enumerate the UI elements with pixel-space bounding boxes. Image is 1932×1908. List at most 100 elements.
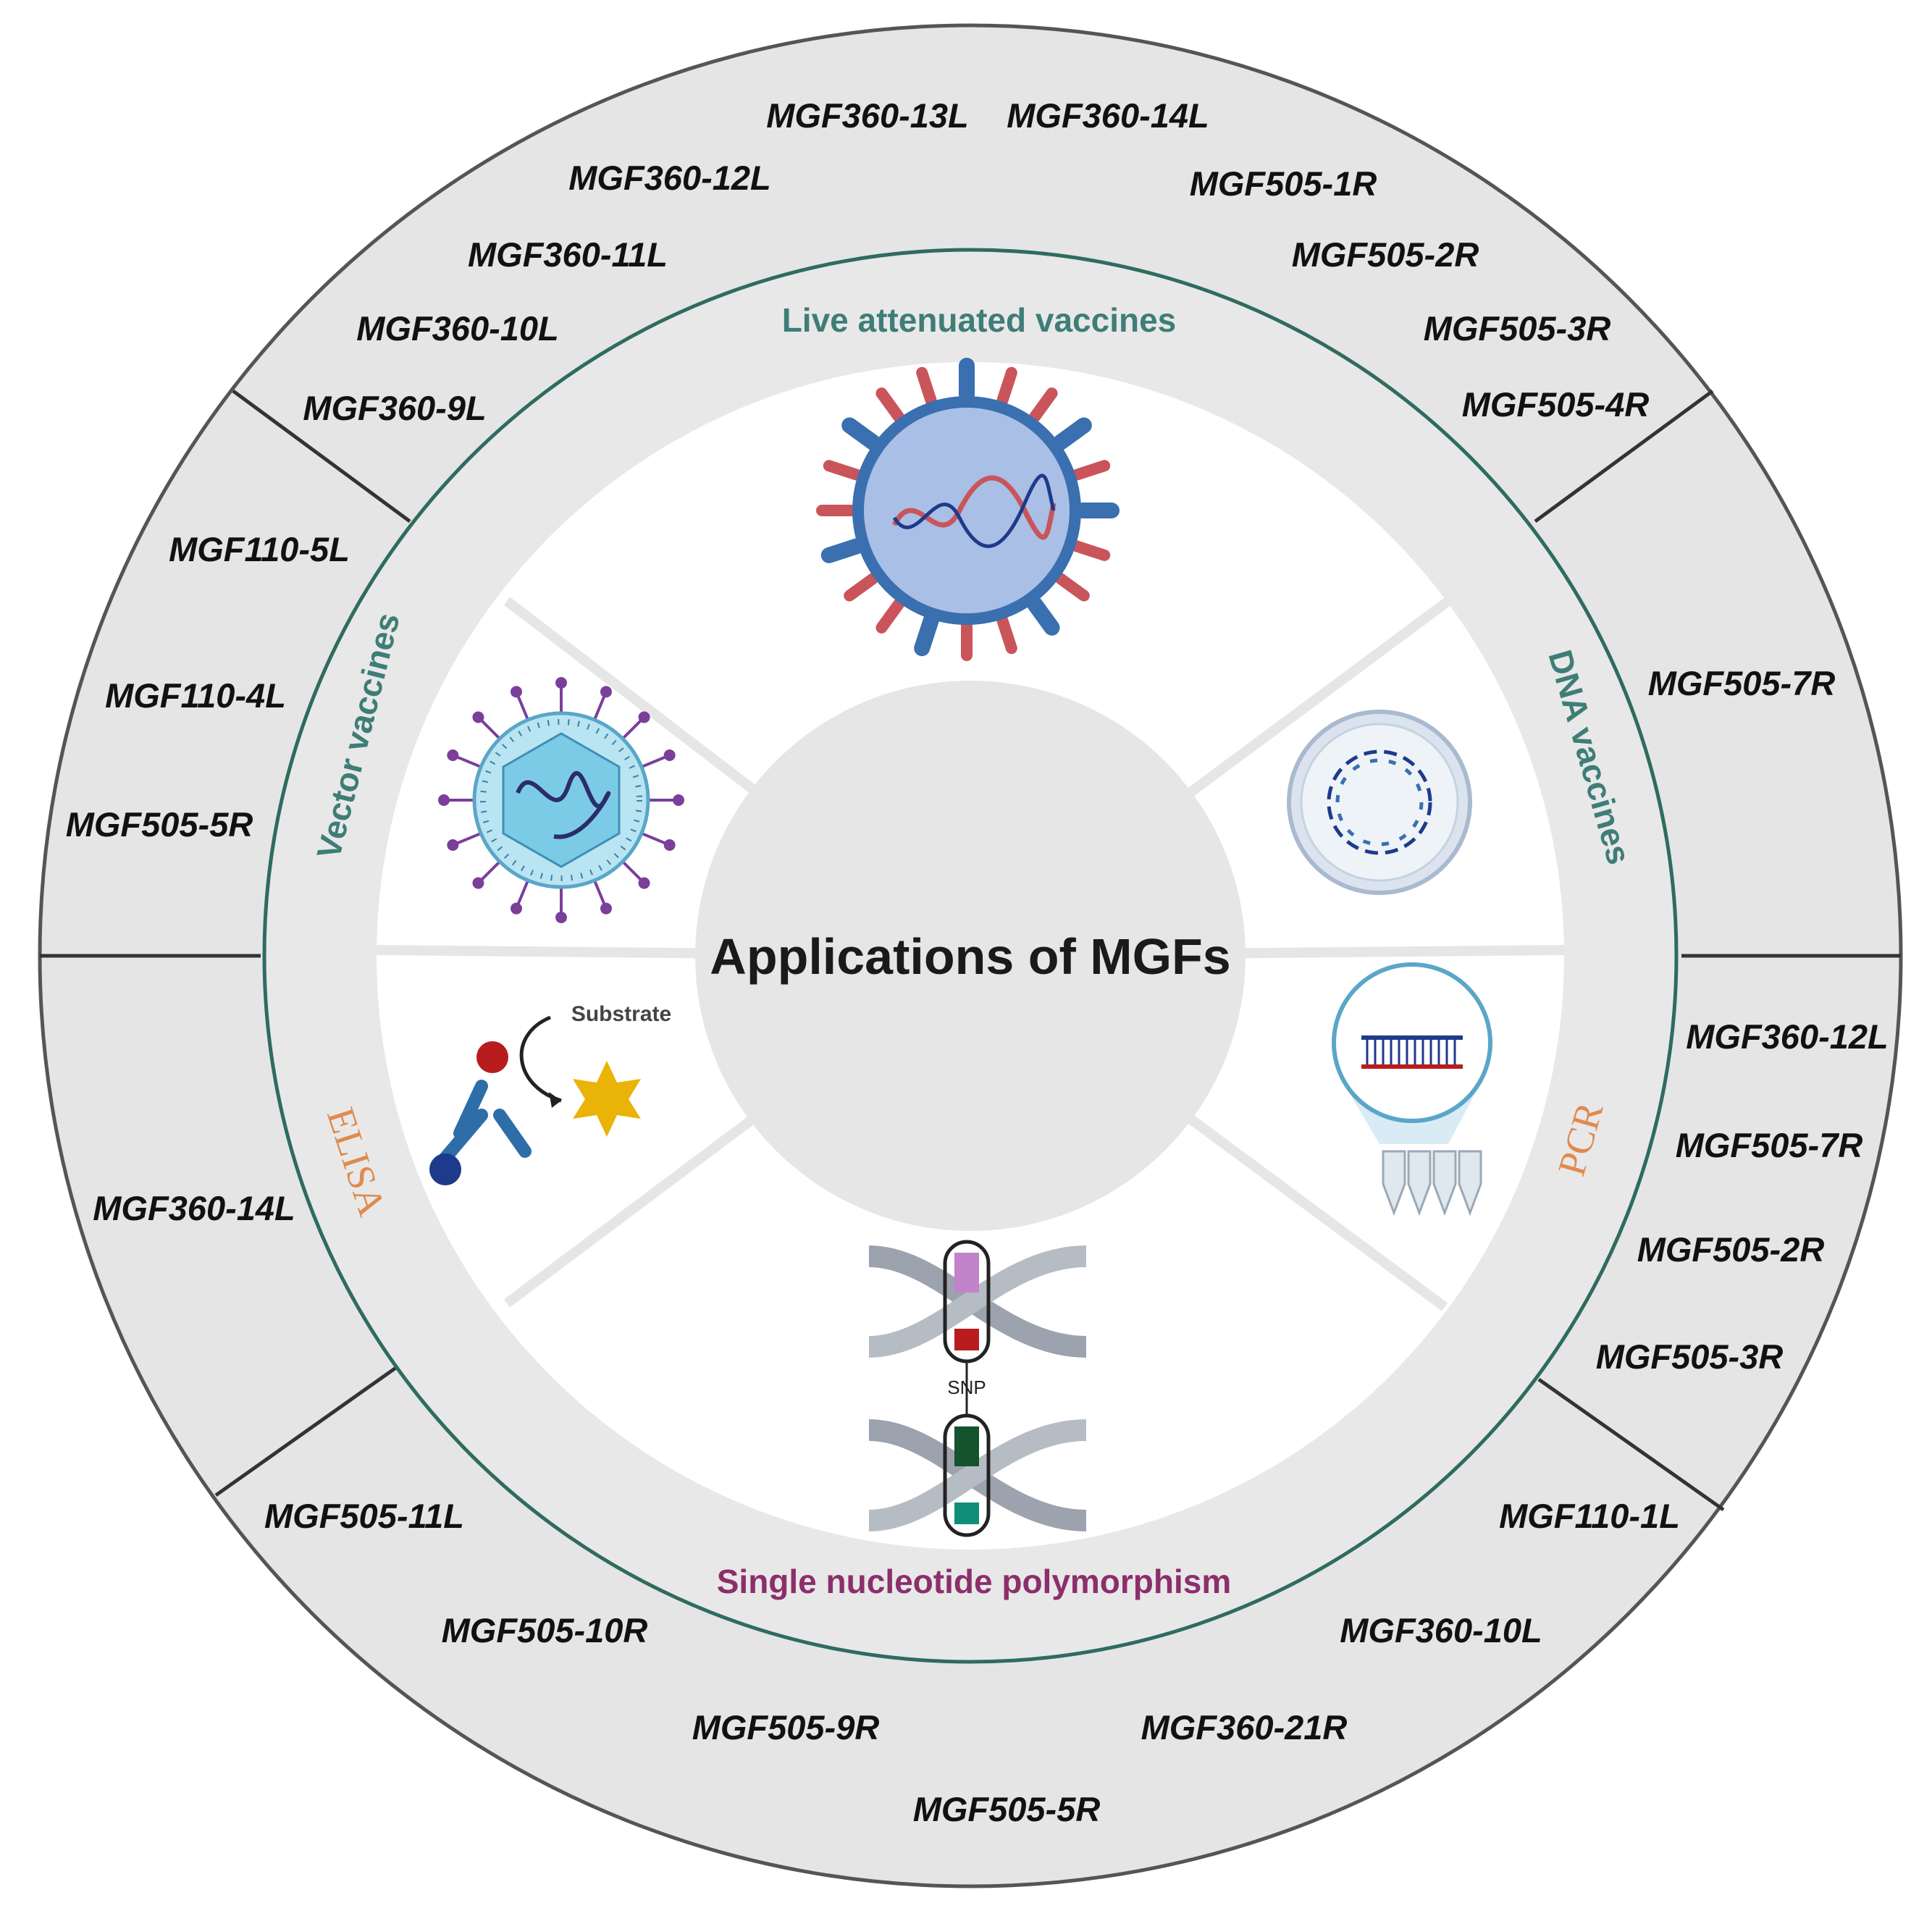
pcr-tube — [1407, 1150, 1432, 1216]
gene-label: MGF360-13L — [766, 96, 968, 135]
gene-label: MGF505-7R — [1676, 1126, 1863, 1164]
gene-label: MGF505-11L — [264, 1497, 464, 1535]
adeno-fiber-knob — [555, 912, 567, 923]
enzyme-red-ball — [476, 1041, 508, 1073]
gene-label: MGF110-4L — [105, 676, 286, 715]
gene-label: MGF360-9L — [303, 389, 486, 427]
plasmid-inner-disc — [1300, 723, 1459, 882]
adeno-fiber-knob — [638, 711, 650, 723]
adenovirus-icon — [438, 677, 684, 923]
adeno-fiber — [621, 860, 644, 883]
snp-icon: SNP — [868, 1240, 1087, 1537]
virus-spike — [875, 598, 904, 634]
snp-helix-bottom-b — [868, 1419, 1087, 1531]
adeno-fiber-knob — [638, 877, 650, 889]
gene-label: MGF360-14L — [93, 1189, 295, 1227]
adeno-fiber-knob — [663, 749, 676, 762]
virus-spike — [1029, 387, 1058, 423]
adeno-genome — [516, 770, 611, 839]
gene-label: MGF505-5R — [913, 1790, 1101, 1828]
pcr-dna-bottom-strand — [1361, 1064, 1463, 1069]
adeno-fiber — [621, 718, 644, 740]
divider-upper-right — [1534, 389, 1714, 524]
plasmid-ring-a — [1327, 749, 1432, 855]
gene-label: MGF505-4R — [1462, 385, 1650, 424]
virus-spike — [1071, 540, 1111, 561]
gene-label: MGF360-12L — [1686, 1017, 1888, 1056]
gene-label: MGF360-11L — [468, 235, 668, 274]
substrate-label: Substrate — [571, 1002, 671, 1026]
pcr-tubes — [1382, 1150, 1482, 1216]
gene-label: MGF360-21R — [1141, 1708, 1348, 1747]
adeno-fiber — [479, 718, 501, 740]
gene-label: MGF505-10R — [442, 1611, 648, 1649]
detector-blue-ball — [429, 1153, 461, 1185]
gene-label: MGF360-12L — [568, 159, 770, 197]
adeno-fiber — [593, 880, 607, 907]
outer-ring-dividers — [40, 389, 1901, 1512]
gene-label: MGF505-3R — [1424, 309, 1611, 348]
adeno-fiber-knob — [447, 839, 459, 851]
adeno-fiber — [479, 860, 501, 883]
live-virus-icon — [816, 358, 1120, 661]
gene-label: MGF110-1L — [1499, 1497, 1680, 1535]
snp-bottom-capsule — [943, 1413, 991, 1537]
virus-spike — [823, 460, 862, 481]
adeno-fiber-knob — [511, 902, 523, 915]
adeno-fiber — [455, 755, 482, 768]
pcr-tube — [1458, 1150, 1482, 1216]
virus-spike — [875, 387, 904, 423]
gene-label: MGF505-2R — [1292, 235, 1479, 274]
gene-label: MGF505-1R — [1190, 164, 1377, 203]
gene-label: MGF360-10L — [356, 309, 558, 348]
virus-spike — [1054, 573, 1090, 602]
virus-spike — [844, 573, 879, 602]
adeno-fiber-knob — [438, 794, 450, 806]
virus-spike — [996, 615, 1017, 655]
adeno-fiber-knob — [472, 877, 484, 889]
pcr-dna-top-strand — [1361, 1035, 1463, 1040]
center-title: Applications of MGFs — [710, 928, 1230, 985]
gene-label: MGF505-3R — [1596, 1337, 1784, 1376]
adeno-fiber-knob — [673, 794, 684, 806]
virus-spike — [841, 417, 881, 450]
center-disc — [695, 681, 1246, 1231]
virus-spike — [1052, 417, 1092, 450]
label-single-nucleotide-polymorphism: Single nucleotide polymorphism — [717, 1563, 1232, 1600]
virus-spike — [996, 366, 1017, 406]
substrate-star — [573, 1061, 641, 1137]
virus-spike — [820, 538, 865, 563]
virus-spike — [1071, 460, 1111, 481]
plasmid-icon — [1287, 710, 1472, 895]
pcr-icon — [1332, 962, 1492, 1216]
divider-lower-left — [214, 1365, 398, 1497]
adeno-fiber — [455, 832, 482, 846]
adeno-fiber-knob — [555, 677, 567, 689]
adeno-fiber — [516, 880, 529, 907]
elisa-icon: Substrate — [429, 1002, 671, 1185]
gene-label: MGF505-2R — [1637, 1230, 1825, 1269]
adeno-fiber — [641, 832, 668, 846]
adeno-capsid-dots — [480, 719, 642, 881]
antibody-y-right-arm — [493, 1109, 532, 1158]
adeno-fiber — [593, 694, 607, 720]
gene-label: MGF505-9R — [692, 1708, 880, 1747]
snp-top-base-pink — [954, 1253, 979, 1293]
gene-label: MGF360-10L — [1340, 1611, 1542, 1649]
pcr-zoom-circle — [1332, 962, 1492, 1123]
adeno-fiber — [641, 755, 668, 768]
reaction-arrow-head — [549, 1092, 561, 1108]
pcr-tube — [1432, 1150, 1457, 1216]
adeno-fiber-knob — [663, 839, 676, 851]
gene-label: MGF110-5L — [169, 530, 350, 568]
label-live-attenuated-vaccines: Live attenuated vaccines — [782, 301, 1177, 339]
divider-upper-left — [232, 389, 411, 524]
snp-bottom-base-teal — [954, 1503, 979, 1524]
virus-rna-strand-1 — [891, 475, 1057, 540]
reaction-arrow — [519, 1015, 562, 1103]
snp-label: SNP — [947, 1377, 986, 1398]
snp-top-base-red — [954, 1329, 979, 1350]
adeno-fiber-knob — [472, 711, 484, 723]
divider-lower-right — [1537, 1377, 1725, 1512]
